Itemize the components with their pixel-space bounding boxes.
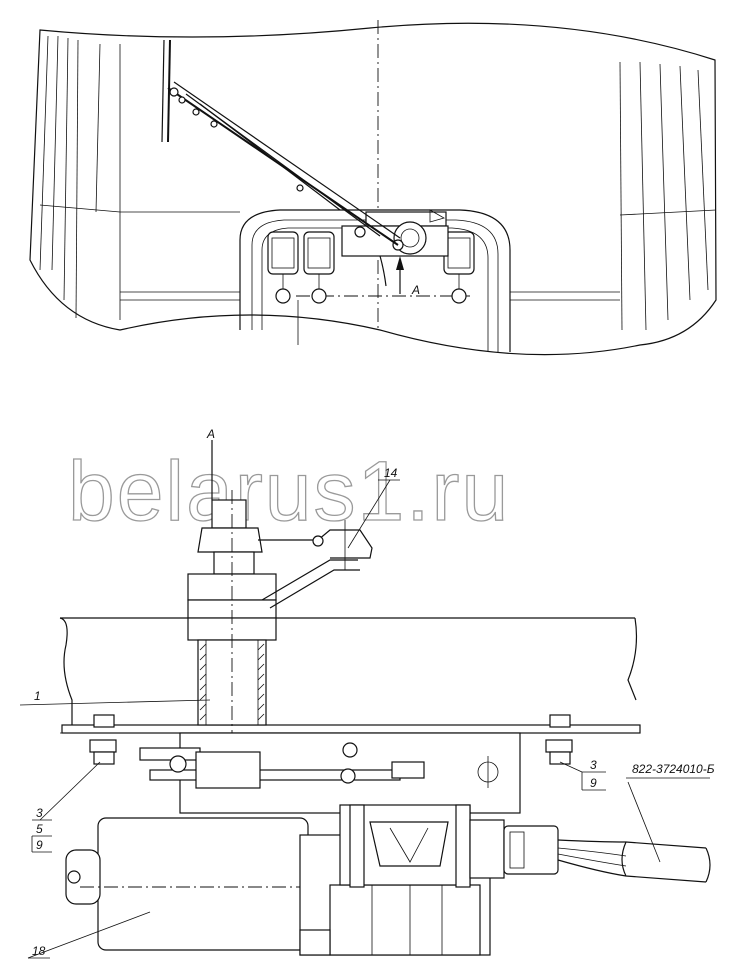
callout-9-left: 9 <box>36 838 43 852</box>
top-view: A <box>29 20 717 356</box>
view-label: A <box>206 427 215 441</box>
callout-3-right: 3 <box>590 758 597 772</box>
part-number-label: 822-3724010-Б <box>632 762 715 776</box>
watermark-text: belarus1.ru <box>68 444 510 538</box>
callout-1: 1 <box>34 689 41 703</box>
section-view-a: A <box>59 427 711 956</box>
callout-3-left: 3 <box>36 806 43 820</box>
callout-18: 18 <box>32 944 46 958</box>
view-arrow-label: A <box>411 283 420 297</box>
callouts: 14 1 3 5 9 3 9 822-3724010-Б 18 <box>19 466 715 959</box>
callout-9-right: 9 <box>590 776 597 790</box>
callout-5-left: 5 <box>36 822 43 836</box>
callout-14: 14 <box>384 466 398 480</box>
